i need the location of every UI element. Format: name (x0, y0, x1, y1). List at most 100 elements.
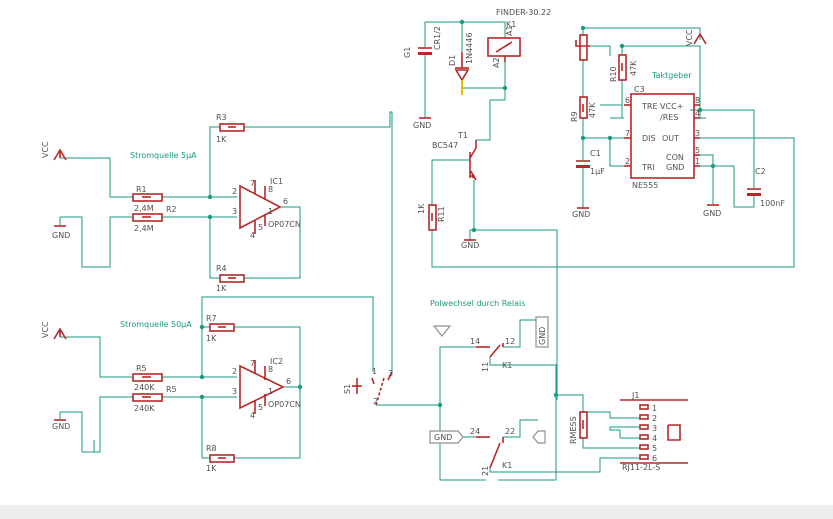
c2-name: C2 (755, 167, 766, 176)
ne555-pin-tri: TRI (641, 163, 655, 172)
ic2-pin-8: 8 (268, 365, 273, 374)
relay-k1-coil (487, 37, 521, 62)
opamp-ic2 (239, 360, 285, 414)
t1-name: T1 (457, 131, 468, 140)
ic2-pin-2: 2 (232, 367, 237, 376)
net-gnd-flag-top (432, 325, 452, 337)
r8-value: 1K (206, 464, 217, 473)
j1-pin-3: 3 (652, 424, 657, 433)
ic2-pin-7: 7 (250, 359, 255, 368)
r9-name: R9 (570, 111, 579, 122)
ic2-pin-5: 5 (258, 403, 263, 412)
ne555-pin-4: 4 (695, 109, 700, 118)
relay-pin-11: 11 (481, 362, 490, 372)
vcc-label-3: VCC (685, 29, 694, 46)
d1-name: D1 (448, 55, 457, 66)
gnd-symbol-1 (54, 217, 66, 227)
gnd-symbol-2 (54, 412, 66, 421)
resistor-r2 (132, 213, 163, 222)
gnd-label-5: GND (572, 210, 590, 219)
connector-j1 (620, 399, 688, 464)
ic1-pin-1: 1 (268, 207, 273, 216)
resistor-r7 (209, 323, 235, 332)
ne555-pin-5: 5 (695, 146, 700, 155)
ne555-pin-out: OUT (662, 134, 679, 143)
note-stromquelle-50ua: Stromquelle 50µA (120, 320, 192, 329)
r4-name: R4 (216, 264, 227, 273)
net-label-gnd-left: GND (434, 433, 452, 442)
ne555-pin-8: 8 (695, 96, 700, 105)
capacitor-g1 (418, 38, 432, 65)
r1-name: R1 (136, 185, 147, 194)
diode-d1 (454, 52, 470, 95)
note-stromquelle-5ua: Stromquelle 5µA (130, 151, 197, 160)
c1-value: 1µF (590, 167, 605, 176)
relay-contact-2 (476, 436, 504, 469)
resistor-r9 (579, 96, 588, 119)
g1-value: CR1/2 (433, 26, 442, 50)
ic2-pin-4: 4 (250, 411, 255, 420)
net-gnd-flag-vertical (535, 316, 549, 348)
ic1-name: IC1 (270, 177, 283, 186)
r4-value: 1K (216, 284, 227, 293)
ne555-pin-1: 1 (695, 157, 700, 166)
gnd-label-3: GND (413, 121, 431, 130)
resistor-rmess (579, 411, 588, 439)
r7-name: R7 (206, 314, 217, 323)
j1-pin-4: 4 (652, 434, 657, 443)
ne555-pin-7: 7 (625, 129, 630, 138)
ic1-pin-7: 7 (250, 179, 255, 188)
ic1-pin-5: 5 (258, 223, 263, 232)
relay-pin-12: 12 (505, 337, 515, 346)
vcc-symbol-1 (53, 148, 67, 161)
resistor-r1 (132, 193, 163, 202)
ic1-pin-6: 6 (283, 197, 288, 206)
gnd-label-6: GND (703, 209, 721, 218)
j1-type: RJ11-2L-S (622, 463, 660, 472)
ic2-pin-3: 3 (232, 387, 237, 396)
r9-value: 47K (588, 102, 597, 118)
ne555-pin-6: 6 (625, 96, 630, 105)
note-taktgeber: Taktgeber (651, 71, 692, 80)
resistor-r11 (428, 204, 437, 231)
s1-pin-2: 2 (373, 397, 378, 406)
c1-name: C1 (590, 149, 601, 158)
r2-name: R2 (166, 205, 177, 214)
ne555-pin-3: 3 (695, 129, 700, 138)
ic1-pin-8: 8 (268, 185, 273, 194)
wires (60, 21, 795, 481)
ic2-pin-1: 1 (268, 387, 273, 396)
j1-pin-2: 2 (652, 414, 657, 423)
gnd-dangling-wire (88, 440, 98, 453)
transistor-t1 (469, 140, 477, 181)
relay-pin-24: 24 (470, 427, 480, 436)
ne555-pin-con: CON (666, 153, 684, 162)
r3-value: 1K (216, 135, 227, 144)
r5b-value: 240K (134, 404, 155, 413)
r8-name: R8 (206, 444, 217, 453)
resistor-r5b (132, 393, 163, 402)
k1-name-contact-1: K1 (502, 361, 512, 370)
relay-pin-a1: A1 (505, 25, 514, 36)
r10-value: 47K (629, 60, 638, 76)
relay-pin-21: 21 (481, 466, 490, 476)
relay-pin-a2: A2 (492, 57, 501, 68)
ic2-type: OP07CN (268, 400, 301, 409)
vcc-label-1: VCC (41, 141, 50, 158)
ic1-type: OP07CN (268, 220, 301, 229)
gnd-label-2: GND (52, 422, 70, 431)
gnd-label-1: GND (52, 231, 70, 240)
ic1-pin-2: 2 (232, 187, 237, 196)
relay-pin-22: 22 (505, 427, 515, 436)
k1-value: FINDER-30.22 (496, 8, 551, 17)
net-gnd-flag-right (532, 430, 546, 444)
j1-pin-5: 5 (652, 444, 657, 453)
ic2-pin-6: 6 (286, 377, 291, 386)
k1-name-coil: K1 (506, 20, 516, 29)
net-gnd-flag-left (429, 430, 464, 444)
net-label-gnd-vertical: GND (538, 327, 547, 345)
r5b-name: R5 (166, 385, 177, 394)
k1-name-contact-2: K1 (502, 461, 512, 470)
resistor-r4 (219, 274, 245, 283)
